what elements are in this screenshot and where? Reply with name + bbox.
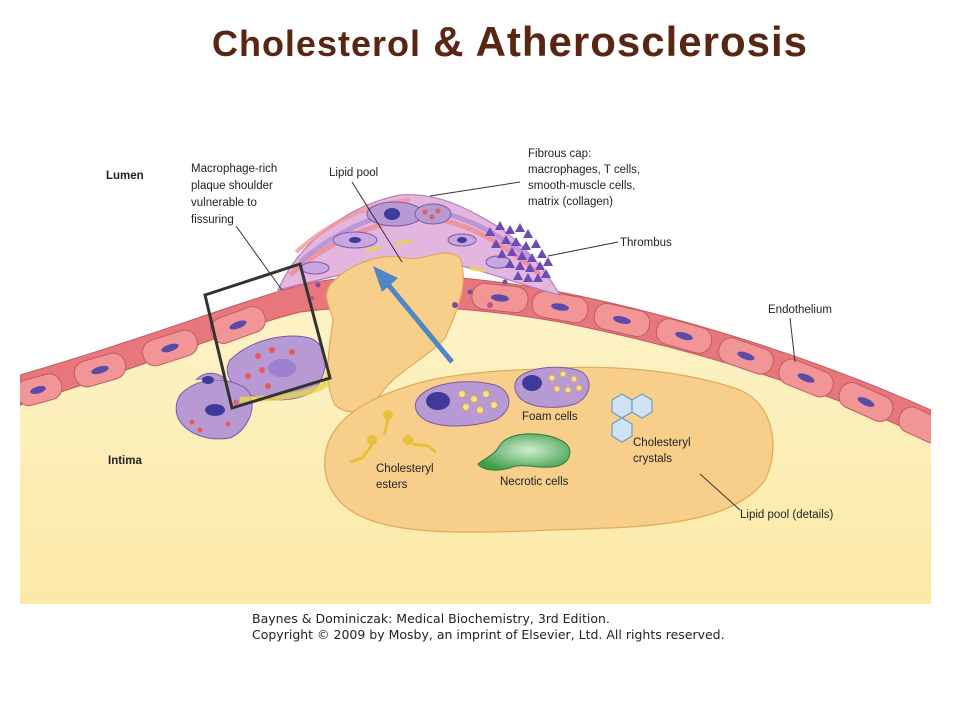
thrombus-particle [517, 251, 527, 260]
cap-cells [300, 201, 511, 275]
thrombus-particle [497, 249, 507, 258]
foam-cells [414, 366, 590, 427]
endothelial-cells [20, 282, 931, 444]
thrombus-particle [535, 261, 545, 270]
thrombus-particle [525, 263, 535, 272]
title-part-1: Cholesterol [211, 23, 421, 64]
thrombus-particle [527, 253, 537, 262]
label-cholesteryl-esters-1: Cholesteryl [376, 463, 434, 475]
label-macrophage-4: fissuring [191, 214, 234, 226]
label-foam-cells: Foam cells [522, 411, 578, 423]
thrombus-particle [523, 273, 533, 282]
label-fibrous-cap-2: macrophages, T cells, [528, 164, 640, 176]
credit-line-1: Baynes & Dominiczak: Medical Biochemistr… [252, 611, 610, 626]
thrombus-particle [513, 271, 523, 280]
thrombus-particle [533, 273, 543, 282]
slide-title: Cholesterol & Atherosclerosis [0, 18, 960, 66]
credit-line-2: Copyright © 2009 by Mosby, an imprint of… [252, 627, 725, 642]
thrombus-particle [505, 259, 515, 268]
label-necrotic-cells: Necrotic cells [500, 476, 569, 488]
label-fibrous-cap-1: Fibrous cap: [528, 148, 591, 160]
label-cholesteryl-crystals-2: crystals [633, 453, 672, 465]
label-fibrous-cap-3: smooth-muscle cells, [528, 180, 635, 192]
title-part-2: & Atherosclerosis [433, 18, 809, 65]
label-intima: Intima [108, 455, 142, 467]
thrombus-particle [523, 229, 533, 238]
thrombus [485, 221, 553, 282]
lipid-pool-particles [310, 239, 508, 308]
label-macrophage-1: Macrophage-rich [191, 163, 277, 175]
thrombus-particle [511, 237, 521, 246]
label-lipid-pool-details: Lipid pool (details) [740, 509, 834, 521]
lipid-pool [326, 252, 464, 413]
thrombus-particle [485, 227, 495, 236]
thrombus-particle [505, 225, 515, 234]
leader-lines [235, 181, 796, 511]
label-lipid-pool: Lipid pool [329, 167, 378, 179]
thrombus-particle [515, 261, 525, 270]
figure-credit: Baynes & Dominiczak: Medical Biochemistr… [252, 611, 725, 643]
direction-arrow [373, 266, 454, 364]
label-cholesteryl-esters-2: esters [376, 479, 408, 491]
label-fibrous-cap-4: matrix (collagen) [528, 196, 613, 208]
label-lumen: Lumen [106, 170, 144, 182]
thrombus-particle [537, 249, 547, 258]
shoulder-highlight-box [203, 262, 332, 410]
label-macrophage-2: plaque shoulder [191, 180, 273, 192]
label-macrophage-3: vulnerable to [191, 197, 257, 209]
cholesteryl-crystals [611, 393, 653, 443]
thrombus-particle [507, 247, 517, 256]
thrombus-particle [543, 257, 553, 266]
cholesteryl-esters [349, 410, 437, 464]
thrombus-particle [495, 221, 505, 230]
label-thrombus: Thrombus [620, 237, 672, 249]
thrombus-particle [491, 239, 501, 248]
label-endothelium: Endothelium [768, 304, 832, 316]
thrombus-particle [541, 269, 551, 278]
thrombus-particle [531, 239, 541, 248]
thrombus-particle [515, 223, 525, 232]
thrombus-particle [521, 241, 531, 250]
thrombus-particle [501, 235, 511, 244]
label-cholesteryl-crystals-1: Cholesteryl [633, 437, 691, 449]
necrotic-cells [477, 433, 571, 471]
macrophage-shoulder [175, 335, 333, 440]
